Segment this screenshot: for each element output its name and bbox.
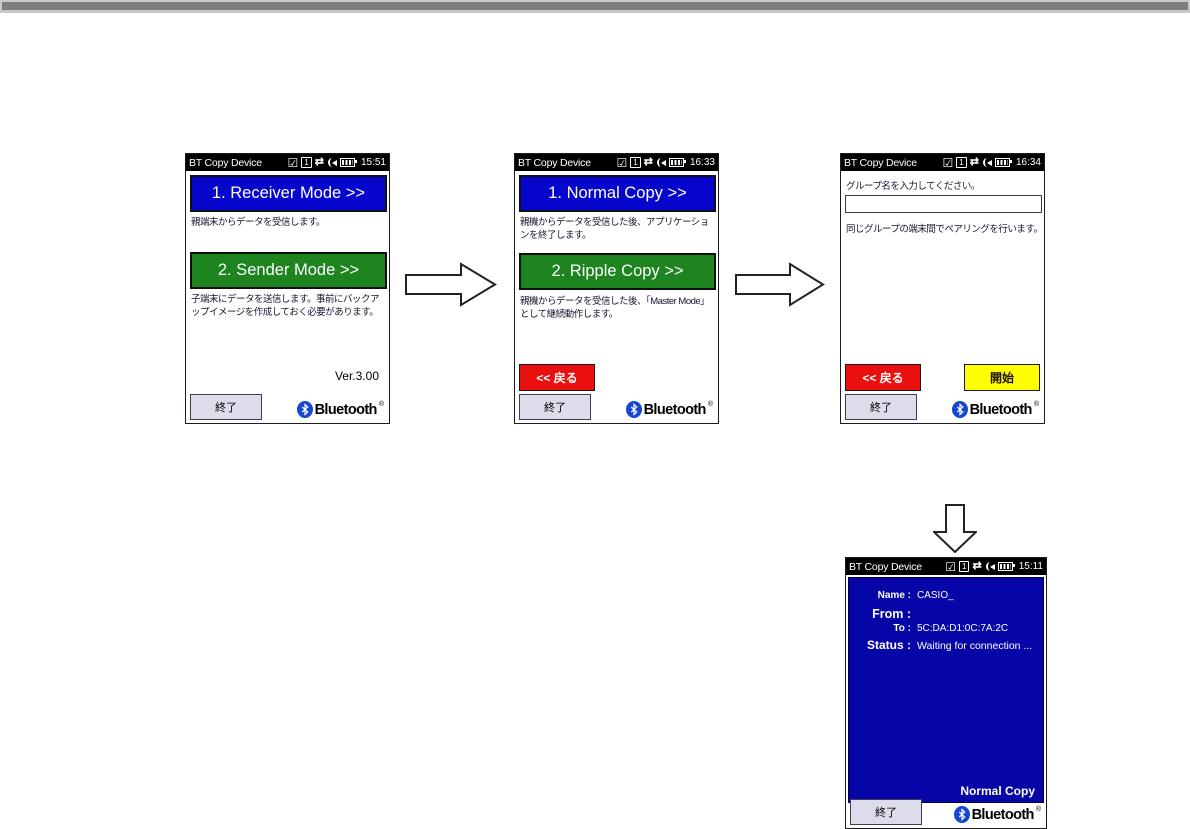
clock: 16:34 [1015, 157, 1041, 168]
registered-mark: ® [1035, 806, 1041, 813]
bluetooth-brand: Bluetooth ® [951, 401, 1039, 418]
connectivity-icon: ⇄ [314, 156, 324, 168]
field-from: From : [849, 607, 1043, 621]
sender-mode-button[interactable]: 2. Sender Mode >> [190, 252, 387, 289]
window-count-icon: 1 [630, 157, 641, 168]
field-value: CASIO_ [917, 590, 954, 601]
statusbar-icons: ☑ 1 ⇄ 16:34 [943, 157, 1041, 169]
registered-mark: ® [1033, 401, 1039, 408]
receiver-mode-button[interactable]: 1. Receiver Mode >> [190, 175, 387, 212]
window-count-icon: 1 [959, 561, 970, 572]
field-label: From : [872, 607, 911, 621]
status-panel: Name : CASIO_ From : To : 5C:DA:D1:0C:7A… [848, 577, 1044, 803]
memo-check-icon: ☑ [945, 559, 957, 574]
bluetooth-icon [953, 806, 970, 823]
exit-button[interactable]: 終了 [190, 394, 262, 420]
titlebar: BT Copy Device ☑ 1 ⇄ 16:34 [841, 154, 1044, 171]
memo-check-icon: ☑ [942, 155, 954, 170]
page-top-rule [0, 0, 1190, 13]
app-title: BT Copy Device [189, 156, 262, 169]
connectivity-icon: ⇄ [972, 560, 982, 572]
statusbar-icons: ☑ 1 ⇄ 15:51 [288, 157, 386, 169]
app-title: BT Copy Device [849, 560, 922, 573]
field-value: Waiting for connection ... [917, 640, 1033, 652]
bluetooth-icon [951, 401, 968, 418]
bluetooth-wordmark: Bluetooth [314, 401, 378, 418]
field-name: Name : CASIO_ [849, 590, 1043, 601]
battery-icon [997, 562, 1015, 571]
battery-icon [668, 158, 686, 167]
device-screen-group-entry: BT Copy Device ☑ 1 ⇄ 16:34 グループ名を入力してくださ… [840, 153, 1045, 424]
app-title: BT Copy Device [518, 156, 591, 169]
field-label: To : [893, 623, 911, 634]
clock: 15:11 [1018, 561, 1043, 572]
bluetooth-brand: Bluetooth ® [296, 401, 384, 418]
receiver-mode-description: 親端末からデータを受信します。 [191, 217, 326, 228]
bluetooth-wordmark: Bluetooth [969, 401, 1033, 418]
normal-copy-button[interactable]: 1. Normal Copy >> [519, 175, 716, 212]
field-label: Status : [866, 638, 911, 652]
start-button[interactable]: 開始 [964, 364, 1040, 391]
clock: 15:51 [360, 157, 386, 168]
page-top-rule-bar [2, 2, 1188, 10]
field-label: Name : [877, 590, 911, 601]
group-name-prompt: グループ名を入力してください。 [846, 181, 980, 192]
clock: 16:33 [689, 157, 715, 168]
flow-arrow-right-icon [405, 262, 497, 307]
mode-label: Normal Copy [960, 784, 1035, 798]
ripple-copy-description: 親機からデータを受信した後、「Master Mode」として継続動作します。 [520, 296, 710, 320]
volume-icon [982, 157, 992, 168]
memo-check-icon: ☑ [616, 155, 628, 170]
volume-icon [327, 157, 337, 168]
bluetooth-brand: Bluetooth ® [953, 806, 1041, 823]
device-screen-copy-select: BT Copy Device ☑ 1 ⇄ 16:33 1. Normal Cop… [514, 153, 719, 424]
volume-icon [656, 157, 666, 168]
statusbar-icons: ☑ 1 ⇄ 16:33 [617, 157, 715, 169]
group-name-input[interactable] [845, 195, 1042, 213]
titlebar: BT Copy Device ☑ 1 ⇄ 15:11 [846, 558, 1046, 575]
device-screen-mode-select: BT Copy Device ☑ 1 ⇄ 15:51 1. Receiver M… [185, 153, 390, 424]
titlebar: BT Copy Device ☑ 1 ⇄ 16:33 [515, 154, 718, 171]
bluetooth-icon [296, 401, 313, 418]
field-to: To : 5C:DA:D1:0C:7A:2C [849, 623, 1043, 634]
battery-icon [339, 158, 357, 167]
back-button[interactable]: << 戻る [519, 364, 595, 391]
registered-mark: ® [707, 401, 713, 408]
statusbar-icons: ☑ 1 ⇄ 15:11 [945, 561, 1043, 573]
exit-button[interactable]: 終了 [845, 394, 917, 420]
device-screen-connection-status: BT Copy Device ☑ 1 ⇄ 15:11 Name : CASIO_… [845, 557, 1047, 829]
window-count-icon: 1 [956, 157, 967, 168]
flow-arrow-down-icon [933, 504, 977, 553]
app-title: BT Copy Device [844, 156, 917, 169]
connectivity-icon: ⇄ [969, 156, 979, 168]
version-label: Ver.3.00 [334, 369, 379, 383]
bluetooth-icon [625, 401, 642, 418]
exit-button[interactable]: 終了 [519, 394, 591, 420]
normal-copy-description: 親機からデータを受信した後、アプリケーションを終了します。 [520, 217, 709, 241]
sender-mode-description: 子端末にデータを送信します。事前にバックアップイメージを作成しておく必要がありま… [191, 294, 380, 318]
ripple-copy-button[interactable]: 2. Ripple Copy >> [519, 253, 716, 290]
memo-check-icon: ☑ [287, 155, 299, 170]
connectivity-icon: ⇄ [643, 156, 653, 168]
bluetooth-wordmark: Bluetooth [643, 401, 707, 418]
registered-mark: ® [378, 401, 384, 408]
exit-button[interactable]: 終了 [850, 799, 922, 825]
volume-icon [985, 561, 995, 572]
back-button[interactable]: << 戻る [845, 364, 921, 391]
bluetooth-wordmark: Bluetooth [971, 806, 1035, 823]
pairing-note: 同じグループの端末間でペアリングを行います。 [846, 224, 1043, 235]
window-count-icon: 1 [301, 157, 312, 168]
flow-arrow-right-icon [735, 262, 825, 307]
battery-icon [994, 158, 1012, 167]
field-value: 5C:DA:D1:0C:7A:2C [917, 623, 1009, 634]
titlebar: BT Copy Device ☑ 1 ⇄ 15:51 [186, 154, 389, 171]
bluetooth-brand: Bluetooth ® [625, 401, 713, 418]
field-status: Status : Waiting for connection ... [849, 638, 1043, 652]
